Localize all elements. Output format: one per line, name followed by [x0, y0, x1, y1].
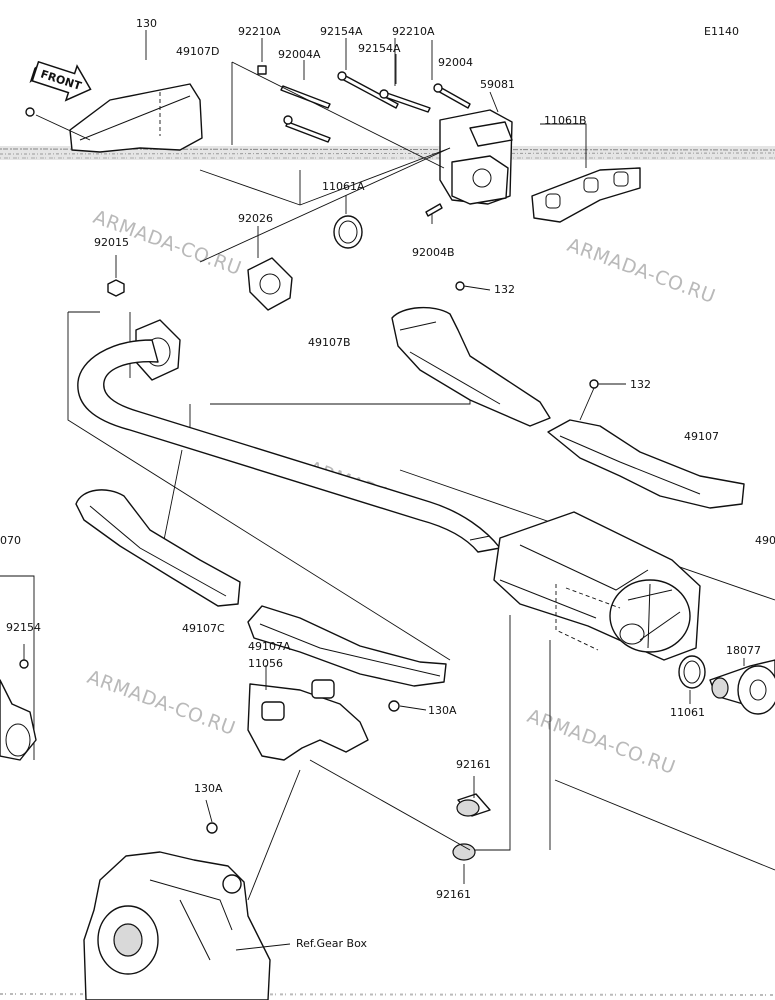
- gasket-92026: [247, 257, 293, 311]
- label-11061B: 11061B: [544, 114, 587, 127]
- heat-shield-49107C: [75, 489, 241, 607]
- reference-note-gear-box: Ref.Gear Box: [296, 937, 367, 950]
- watermark-4: ARMADA-CO.RU: [84, 666, 238, 740]
- gasket-11061A: [333, 215, 363, 249]
- label-11061A: 11061A: [322, 180, 365, 193]
- label-11056: 11056: [248, 657, 283, 670]
- label-59081: 59081: [480, 78, 515, 91]
- label-132-1: 132: [494, 283, 515, 296]
- label-92210A-2: 92210A: [392, 25, 435, 38]
- part-labels: E1140 130 49107D 92210A 92154A 92210A 92…: [0, 17, 775, 950]
- front-direction-arrow: FRONT: [29, 60, 92, 102]
- label-132-2: 132: [630, 378, 651, 391]
- label-49107A: 49107A: [248, 640, 291, 653]
- label-130A-2: 130A: [194, 782, 223, 795]
- heat-shield-49107A: [247, 605, 447, 687]
- label-11061: 11061: [670, 706, 705, 719]
- label-92154A-2: 92154A: [358, 42, 401, 55]
- label-92015: 92015: [94, 236, 129, 249]
- bushing-92161-upper: [456, 776, 491, 817]
- label-49107D: 49107D: [176, 45, 219, 58]
- bolt-130A-lower: [205, 799, 218, 834]
- gasket-11061: [678, 655, 706, 704]
- label-92004: 92004: [438, 56, 473, 69]
- leader-lines-top: [115, 30, 587, 278]
- label-18077: 18077: [726, 644, 761, 657]
- label-92026: 92026: [238, 212, 273, 225]
- label-92004A: 92004A: [278, 48, 321, 61]
- label-92154A-1: 92154A: [320, 25, 363, 38]
- watermark-2: ARMADA-CO.RU: [564, 234, 718, 308]
- label-49107B: 49107B: [308, 336, 351, 349]
- left-partial-assembly: [0, 575, 37, 761]
- watermark-5: ARMADA-CO.RU: [524, 705, 678, 779]
- label-130A-1: 130A: [428, 704, 457, 717]
- heat-shield-49107: [547, 379, 745, 509]
- label-92161-1: 92161: [456, 758, 491, 771]
- label-49107C: 49107C: [182, 622, 225, 635]
- main-exhaust-pipe: [77, 339, 501, 553]
- stud-92004B: [425, 203, 443, 217]
- label-490: 490: [755, 534, 775, 547]
- label-92210A-1: 92210A: [238, 25, 281, 38]
- diagram-code: E1140: [704, 25, 739, 38]
- bottom-noise-band: [0, 993, 775, 996]
- manifold-59081: [439, 109, 513, 205]
- label-92004B: 92004B: [412, 246, 455, 259]
- bolt-130A-upper: [388, 700, 427, 712]
- top-bolts: [257, 65, 471, 143]
- label-92161-2: 92161: [436, 888, 471, 901]
- gear-box-reference: [83, 759, 471, 1000]
- spark-arrestor-18077: [709, 658, 775, 715]
- gasket-11061B: [531, 167, 641, 223]
- label-92154: 92154: [6, 621, 41, 634]
- bushing-92161-lower: [452, 843, 476, 884]
- heat-shield-49107B: [391, 281, 551, 427]
- scan-noise-band: [0, 146, 775, 160]
- bracket-11056: [247, 665, 369, 761]
- cover-49107D: [25, 83, 203, 153]
- label-130: 130: [136, 17, 157, 30]
- label-070: 070: [0, 534, 21, 547]
- label-49107: 49107: [684, 430, 719, 443]
- muffler: [493, 511, 701, 661]
- nut-92015: [107, 279, 125, 297]
